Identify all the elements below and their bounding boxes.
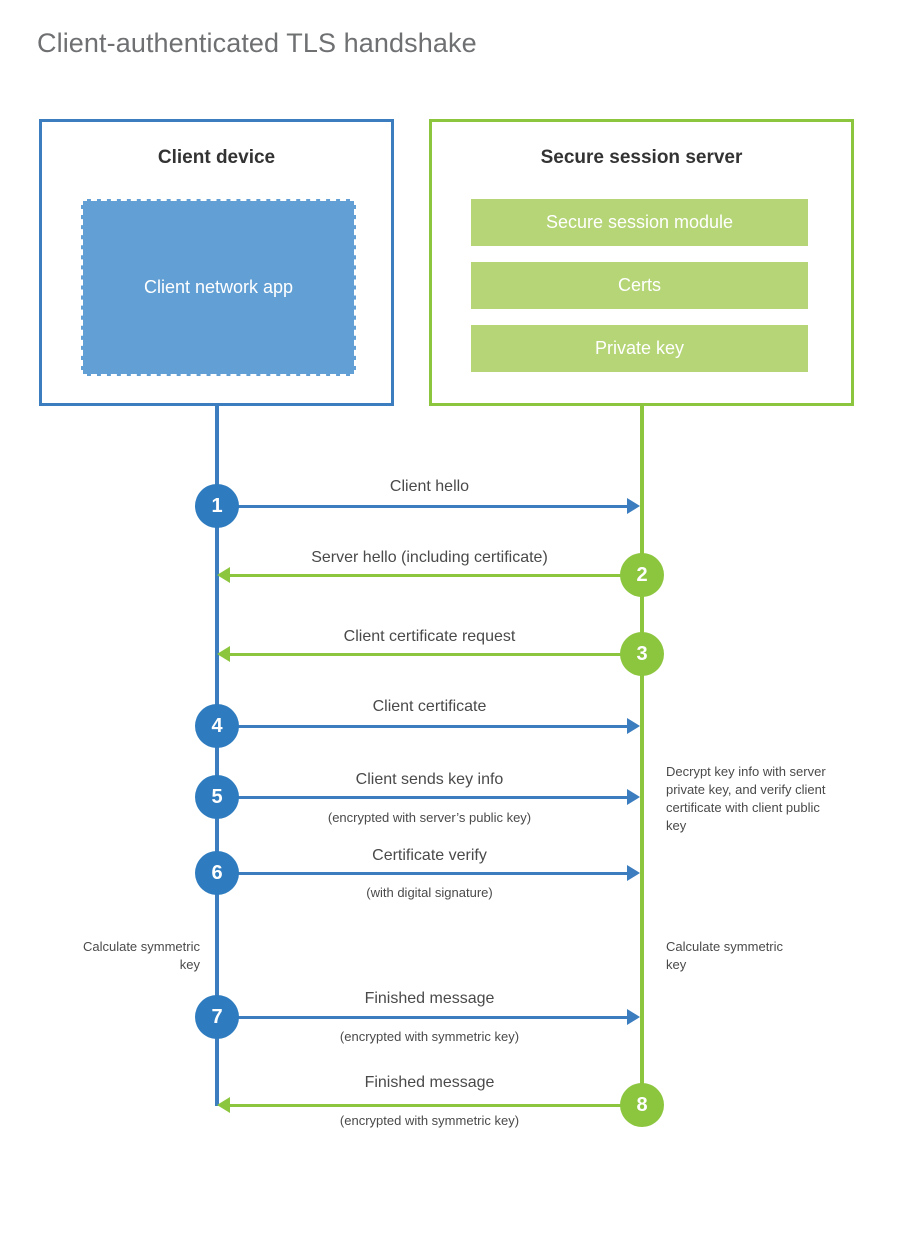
server-module-private-key: Private key	[471, 325, 808, 372]
message-line-5	[217, 796, 629, 799]
message-sublabel-7: (encrypted with symmetric key)	[339, 1029, 520, 1044]
message-line-6	[217, 872, 629, 875]
message-label-3: Client certificate request	[343, 628, 516, 645]
arrowhead-right-6	[627, 865, 640, 881]
step-circle-2[interactable]: 2	[620, 553, 664, 597]
lifeline-server	[640, 406, 644, 1106]
arrowhead-right-5	[627, 789, 640, 805]
participant-title-server: Secure session server	[540, 147, 743, 168]
step-circle-6[interactable]: 6	[195, 851, 239, 895]
client-network-app-block: Client network app	[81, 199, 356, 376]
step-circle-5[interactable]: 5	[195, 775, 239, 819]
annotation-server-calculate: Calculate symmetric key	[666, 939, 784, 972]
step-circle-4[interactable]: 4	[195, 704, 239, 748]
message-sublabel-6: (with digital signature)	[366, 885, 493, 900]
message-label-5: Client sends key info	[355, 771, 504, 788]
arrowhead-left-8	[217, 1097, 230, 1113]
message-line-1	[217, 505, 629, 508]
message-label-1: Client hello	[389, 478, 470, 495]
message-line-4	[217, 725, 629, 728]
participant-box-server: Secure session server Secure session mod…	[429, 119, 854, 406]
lifeline-client	[215, 406, 219, 1106]
message-label-7: Finished message	[364, 990, 495, 1007]
message-label-6: Certificate verify	[372, 847, 487, 864]
server-module-secure-session-module: Secure session module	[471, 199, 808, 246]
server-module-certs: Certs	[471, 262, 808, 309]
step-circle-7[interactable]: 7	[195, 995, 239, 1039]
message-label-2: Server hello (including certificate)	[311, 549, 548, 566]
step-circle-1[interactable]: 1	[195, 484, 239, 528]
annotation-server-decrypt: Decrypt key info with server private key…	[666, 764, 826, 833]
message-line-2	[230, 574, 642, 577]
message-line-7	[217, 1016, 629, 1019]
message-line-8	[230, 1104, 642, 1107]
arrowhead-left-2	[217, 567, 230, 583]
arrowhead-right-1	[627, 498, 640, 514]
message-line-3	[230, 653, 642, 656]
message-sublabel-8: (encrypted with symmetric key)	[339, 1113, 520, 1128]
annotation-client-calculate: Calculate symmetric key	[82, 939, 200, 972]
arrowhead-right-4	[627, 718, 640, 734]
message-label-4: Client certificate	[372, 698, 487, 715]
step-circle-3[interactable]: 3	[620, 632, 664, 676]
message-sublabel-5: (encrypted with server’s public key)	[327, 810, 532, 825]
participant-box-client: Client device Client network app	[39, 119, 394, 406]
page-title: Client-authenticated TLS handshake	[37, 28, 477, 58]
participant-title-client: Client device	[157, 147, 276, 168]
arrowhead-right-7	[627, 1009, 640, 1025]
arrowhead-left-3	[217, 646, 230, 662]
message-label-8: Finished message	[364, 1074, 495, 1091]
step-circle-8[interactable]: 8	[620, 1083, 664, 1127]
